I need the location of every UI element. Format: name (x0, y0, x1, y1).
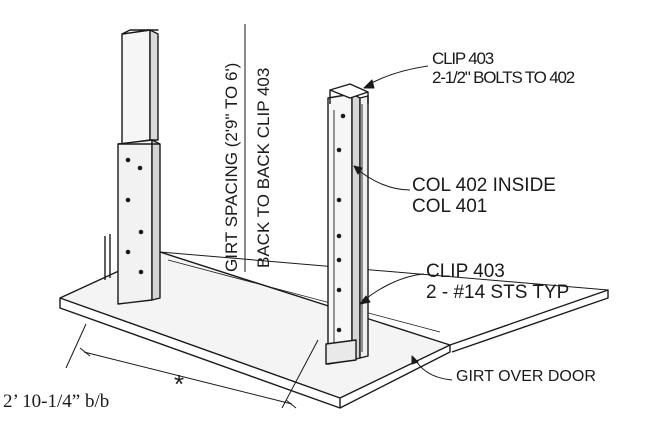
left-column (117, 29, 161, 305)
clip-403-top-line2: 2-1/2" BOLTS TO 402 (432, 67, 575, 87)
clip-403-mid-line1: CLIP 403 (426, 261, 505, 282)
dimension-line (65, 323, 319, 409)
col-402-label: COL 402 INSIDE COL 401 (412, 175, 556, 218)
leader-lines (353, 65, 453, 381)
right-column (325, 83, 369, 365)
dimension-label: 2’ 10-1/4” b/b (3, 391, 110, 412)
girt-spacing-label: GIRT SPACING (2'9" TO 6') (222, 62, 241, 272)
clip-403-top-line1: CLIP 403 (432, 49, 494, 68)
clip-403-mid-line2: 2 - #14 STS TYP (426, 281, 570, 303)
col-402-line2: COL 401 (412, 195, 488, 217)
girt-over-door-label: GIRT OVER DOOR (456, 368, 596, 385)
back-to-back-label: BACK TO BACK CLIP 403 (254, 67, 273, 268)
col-402-line1: COL 402 INSIDE (412, 175, 556, 196)
clip-403-mid-label: CLIP 403 2 - #14 STS TYP (426, 261, 570, 304)
asterisk-mark: * (174, 369, 185, 399)
clip-403-top-label: CLIP 403 2-1/2" BOLTS TO 402 (432, 49, 575, 87)
